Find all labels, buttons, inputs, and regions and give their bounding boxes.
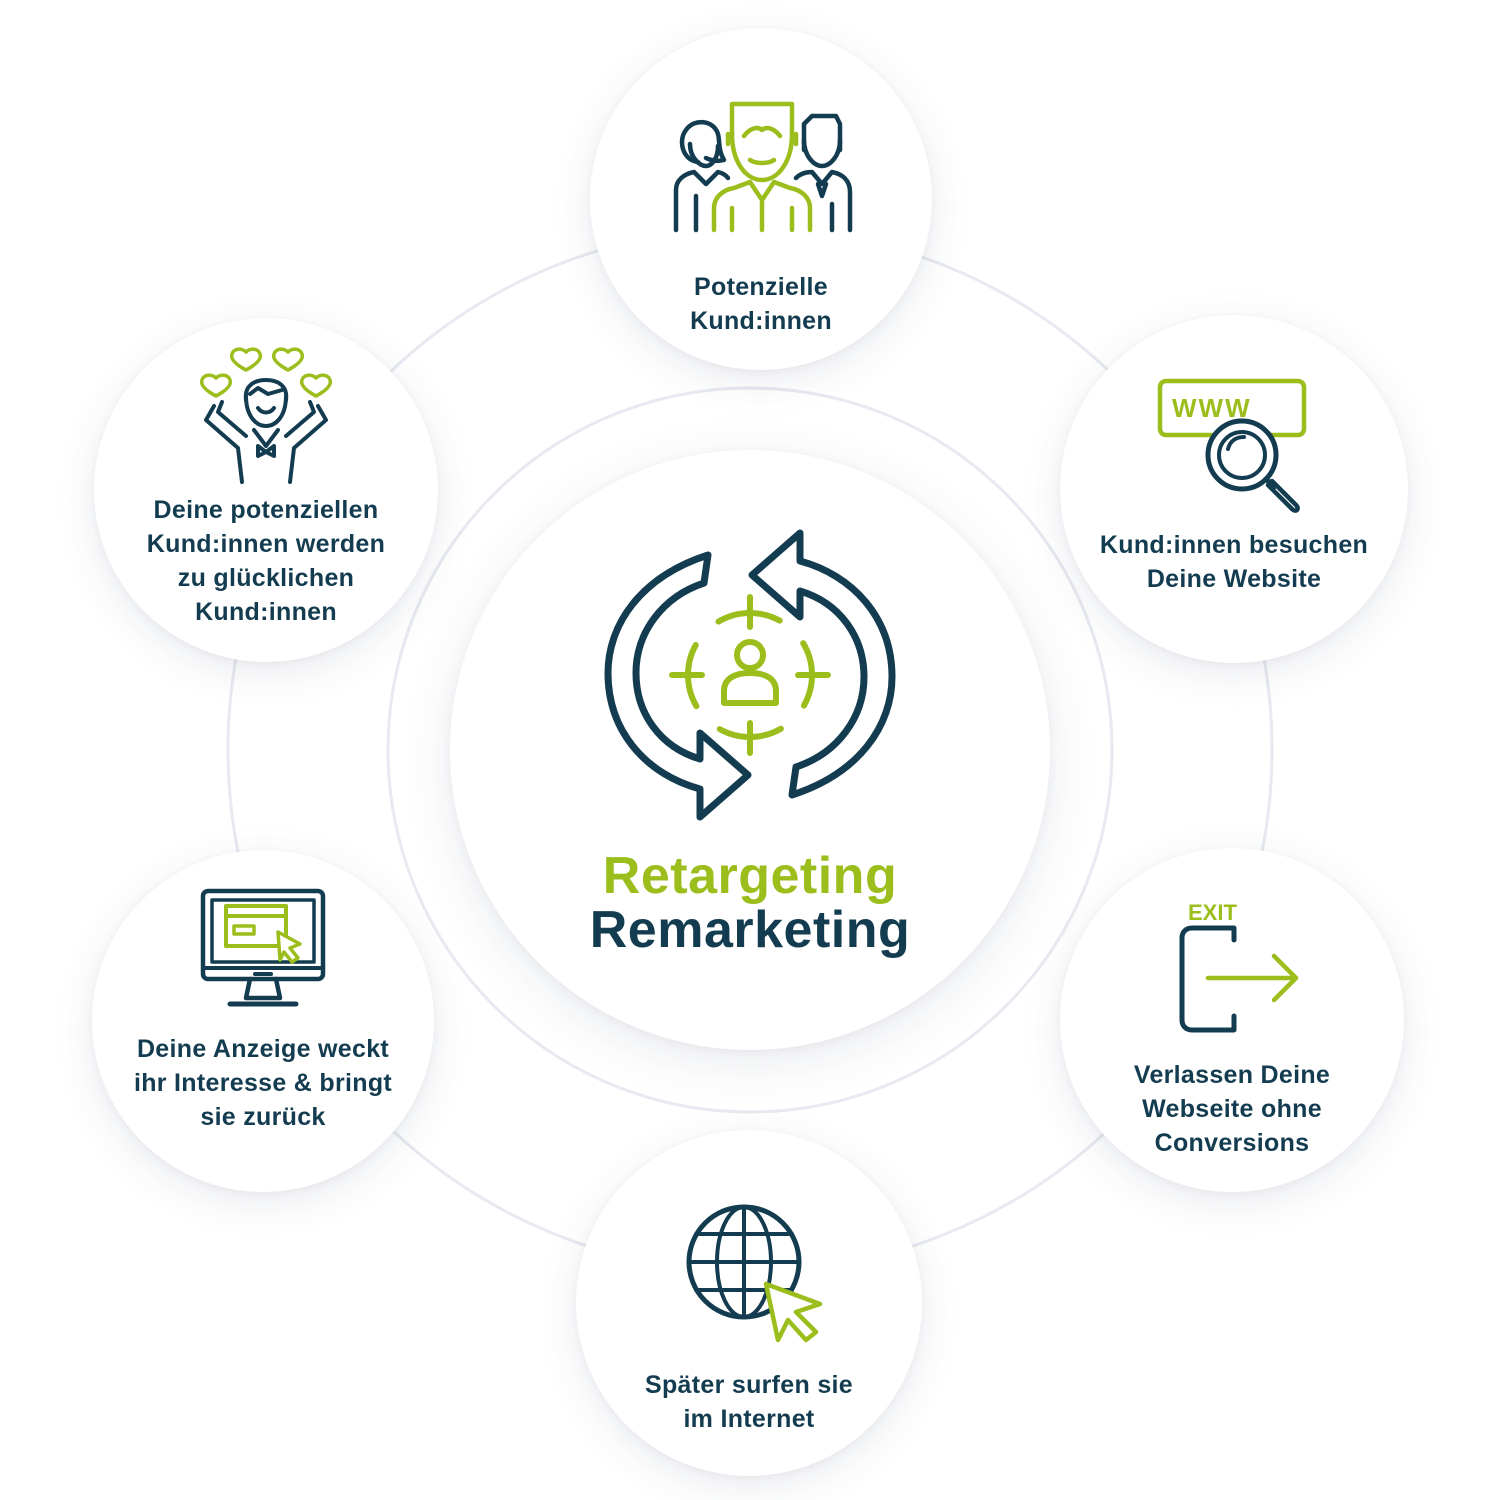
step-3-line-3: Conversions [1154, 1129, 1310, 1157]
step-6-line-2: Kund:innen werden [146, 530, 386, 558]
heart-icon [200, 373, 232, 398]
step-surf-internet: Später surfen sie im Internet [576, 1130, 922, 1476]
step-1-line-1: Potenzielle [694, 273, 828, 301]
step-5-line-1: Deine Anzeige weckt [136, 1035, 390, 1063]
step-2-line-1: Kund:innen besuchen [1099, 531, 1369, 559]
monitor-ad-icon [200, 888, 326, 1007]
center-title-remarketing: Remarketing [589, 901, 911, 959]
step-leave-website: EXIT Verlassen Deine Webseite ohne Conve… [1060, 848, 1404, 1192]
heart-icon [272, 347, 304, 372]
step-potential-customers: Potenzielle Kund:innen [590, 28, 932, 370]
exit-door-icon: EXIT [1179, 900, 1299, 1033]
step-4-line-1: Später surfen sie [645, 1371, 853, 1399]
step-6-line-3: zu glücklichen [177, 564, 355, 592]
inner-ring [386, 386, 1114, 1114]
step-3-line-2: Webseite ohne [1142, 1095, 1322, 1123]
step-visit-website: WWW Kund:innen besuchen Deine Website [1060, 315, 1408, 663]
www-search-icon: WWW [1157, 378, 1307, 513]
center-title-retargeting: Retargeting [602, 847, 898, 905]
step-1-line-2: Kund:innen [690, 307, 832, 335]
exit-text: EXIT [1188, 900, 1237, 925]
step-4-line-2: im Internet [683, 1405, 815, 1433]
happy-customer-icon [200, 347, 332, 484]
center-hub: Retargeting Remarketing [450, 450, 1050, 1050]
heart-icon [230, 347, 262, 372]
group-people-icon [673, 101, 853, 233]
globe-cursor-icon [686, 1204, 823, 1343]
step-5-line-3: sie zurück [200, 1103, 326, 1131]
step-ad-interest: Deine Anzeige weckt ihr Interesse & brin… [92, 850, 434, 1192]
step-5-line-2: ihr Interesse & bringt [133, 1069, 393, 1097]
step-6-line-4: Kund:innen [195, 598, 337, 626]
step-6-line-1: Deine potenziellen [153, 496, 379, 524]
step-2-line-2: Deine Website [1146, 565, 1322, 593]
heart-icon [300, 373, 332, 398]
step-3-line-1: Verlassen Deine [1133, 1061, 1331, 1089]
step-happy-customers: Deine potenziellen Kund:innen werden zu … [94, 318, 438, 662]
refresh-target-icon [604, 529, 896, 821]
www-text: WWW [1172, 393, 1252, 423]
